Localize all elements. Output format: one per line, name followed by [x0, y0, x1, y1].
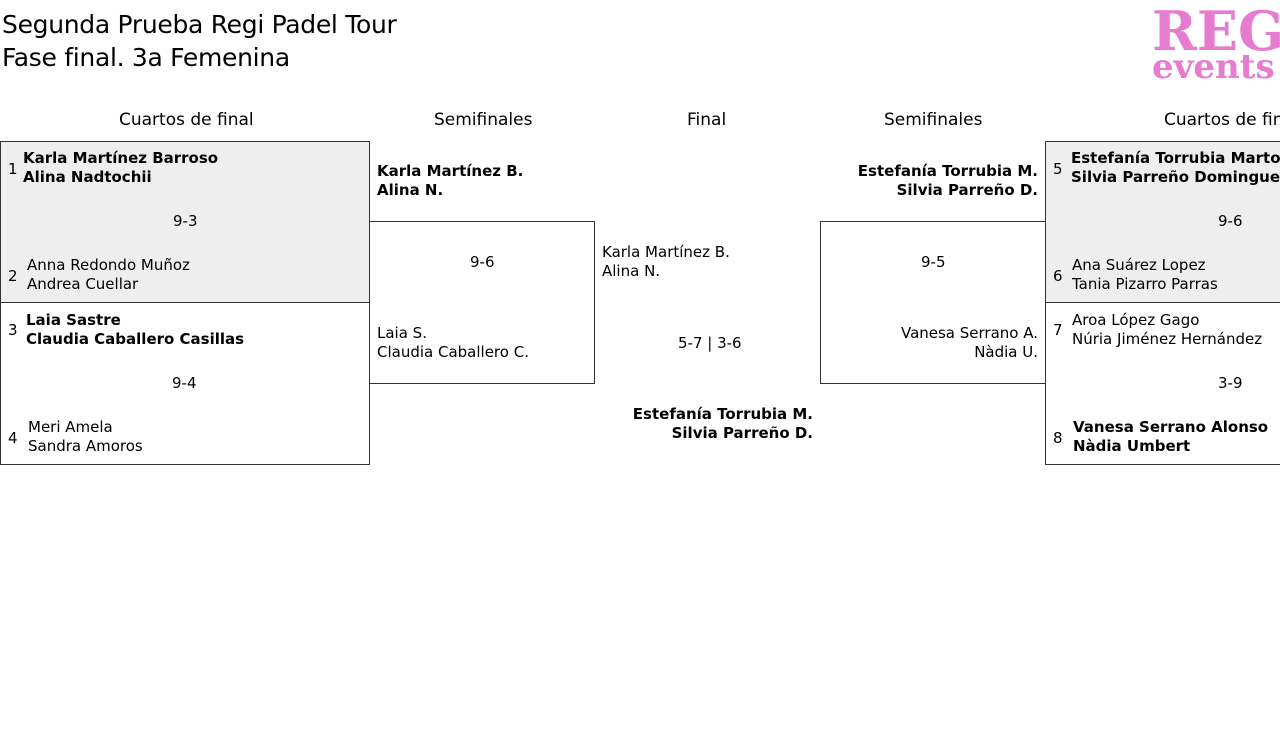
sf2-bottom-pair: Vanesa Serrano A. Nàdia U. [901, 324, 1038, 362]
player-name: Laia S. [377, 324, 427, 342]
page-title: Segunda Prueba Regi Padel Tour Fase fina… [2, 8, 397, 74]
qf-match-4 [1045, 302, 1280, 465]
sf1-top-pair: Karla Martínez B. Alina N. [377, 162, 523, 200]
logo-text-top: REGI [1152, 0, 1280, 63]
seed-number: 3 [8, 321, 18, 339]
qf3-score: 9-6 [1218, 212, 1243, 230]
seed-number: 1 [8, 160, 18, 178]
title-line-2: Fase final. 3a Femenina [2, 43, 290, 72]
player-name: Alina N. [602, 262, 661, 280]
qf2-bottom-pair: Meri Amela Sandra Amoros [28, 418, 143, 456]
logo-text-bottom: events [1152, 47, 1275, 84]
column-header-semifinals-right: Semifinales [884, 110, 983, 130]
player-name: Karla Martínez B. [602, 243, 730, 261]
player-name: Núria Jiménez Hernández [1072, 330, 1263, 348]
player-name: Vanesa Serrano Alonso [1073, 418, 1269, 436]
seed-number: 5 [1053, 160, 1063, 178]
column-header-semifinals-left: Semifinales [434, 110, 533, 130]
player-name: Estefanía Torrubia Martos [1071, 149, 1280, 167]
sf1-bottom-pair: Laia S. Claudia Caballero C. [377, 324, 529, 362]
seed-number: 2 [8, 267, 18, 285]
seed-number: 4 [8, 429, 18, 447]
title-line-1: Segunda Prueba Regi Padel Tour [2, 10, 397, 39]
player-name: Claudia Caballero Casillas [26, 330, 245, 348]
sf2-top-pair: Estefanía Torrubia M. Silvia Parreño D. [858, 162, 1038, 200]
sf2-score: 9-5 [921, 253, 946, 271]
seed-number: 8 [1053, 429, 1063, 447]
final-bottom-pair: Estefanía Torrubia M. Silvia Parreño D. [633, 405, 813, 443]
player-name: Silvia Parreño D. [896, 181, 1038, 199]
player-name: Ana Suárez Lopez [1072, 256, 1206, 274]
qf1-top-pair: Karla Martínez Barroso Alina Nadtochii [23, 149, 218, 187]
qf1-bottom-pair: Anna Redondo Muñoz Andrea Cuellar [27, 256, 190, 294]
qf-match-3 [1045, 141, 1280, 303]
column-header-quarterfinals-right: Cuartos de final [1164, 110, 1280, 130]
player-name: Meri Amela [28, 418, 113, 436]
regi-events-logo: REGI events [1152, 0, 1280, 84]
qf2-score: 9-4 [172, 374, 197, 392]
column-header-quarterfinals-left: Cuartos de final [119, 110, 254, 130]
player-name: Karla Martínez B. [377, 162, 524, 180]
final-score: 5-7 | 3-6 [678, 334, 742, 352]
player-name: Nàdia U. [974, 343, 1038, 361]
player-name: Silvia Parreño Dominguez [1071, 168, 1280, 186]
column-header-final: Final [687, 110, 727, 130]
seed-number: 6 [1053, 267, 1063, 285]
player-name: Andrea Cuellar [27, 275, 139, 293]
player-name: Karla Martínez Barroso [23, 149, 219, 167]
player-name: Tania Pizarro Parras [1072, 275, 1218, 293]
qf4-bottom-pair: Vanesa Serrano Alonso Nàdia Umbert [1073, 418, 1268, 456]
seed-number: 7 [1053, 321, 1063, 339]
qf3-bottom-pair: Ana Suárez Lopez Tania Pizarro Parras [1072, 256, 1218, 294]
qf4-top-pair: Aroa López Gago Núria Jiménez Hernández [1072, 311, 1262, 349]
player-name: Alina Nadtochii [23, 168, 152, 186]
player-name: Aroa López Gago [1072, 311, 1200, 329]
player-name: Estefanía Torrubia M. [632, 405, 813, 423]
player-name: Sandra Amoros [28, 437, 143, 455]
player-name: Laia Sastre [26, 311, 121, 329]
qf4-score: 3-9 [1218, 374, 1243, 392]
player-name: Silvia Parreño D. [671, 424, 813, 442]
player-name: Estefanía Torrubia M. [857, 162, 1038, 180]
final-top-pair: Karla Martínez B. Alina N. [602, 243, 730, 281]
player-name: Vanesa Serrano A. [900, 324, 1038, 342]
player-name: Anna Redondo Muñoz [27, 256, 190, 274]
player-name: Nàdia Umbert [1073, 437, 1191, 455]
qf2-top-pair: Laia Sastre Claudia Caballero Casillas [26, 311, 244, 349]
qf3-top-pair: Estefanía Torrubia Martos Silvia Parreño… [1071, 149, 1280, 187]
sf1-score: 9-6 [470, 253, 495, 271]
player-name: Claudia Caballero C. [377, 343, 529, 361]
qf-match-1 [0, 141, 370, 303]
player-name: Alina N. [377, 181, 444, 199]
qf1-score: 9-3 [173, 212, 198, 230]
sf-match-1 [369, 221, 595, 384]
